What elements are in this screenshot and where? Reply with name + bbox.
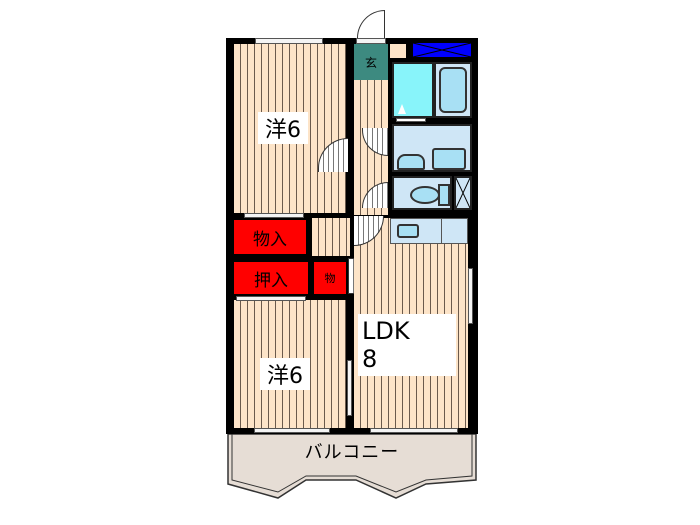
balcony-label: バルコニー bbox=[226, 438, 478, 464]
balcony bbox=[227, 434, 477, 499]
ldk-side-window bbox=[468, 268, 473, 324]
western-room-top-window bbox=[255, 38, 323, 44]
partition-window bbox=[347, 360, 352, 416]
balcony-window-right bbox=[370, 428, 458, 433]
toilet-room bbox=[392, 176, 452, 210]
balcony-window-left bbox=[254, 428, 330, 433]
shoe-cabinet bbox=[412, 42, 472, 58]
washing-machine bbox=[432, 148, 466, 170]
toilet-shelf bbox=[454, 176, 472, 210]
front-door-opening bbox=[356, 38, 386, 44]
storage-large: 物入 bbox=[232, 218, 308, 256]
entrance: 玄 bbox=[354, 44, 388, 80]
closet: 押入 bbox=[232, 260, 310, 296]
bath-door-strip bbox=[396, 118, 426, 122]
entrance-label: 玄 bbox=[364, 55, 377, 70]
entrance-step bbox=[390, 44, 406, 58]
storage-small-label: 物 bbox=[324, 272, 336, 285]
ldk-label-line1: LDK bbox=[362, 317, 410, 345]
toilet-bowl bbox=[410, 186, 440, 204]
ldk-label-line2: 8 bbox=[362, 345, 378, 373]
kitchen-sink bbox=[397, 224, 419, 238]
closet-label: 押入 bbox=[254, 270, 288, 291]
balcony-text: バルコニー bbox=[304, 442, 400, 463]
storage-large-label: 物入 bbox=[253, 229, 287, 250]
drain bbox=[398, 104, 406, 114]
storage-corner-floor bbox=[312, 218, 350, 256]
toilet-tank bbox=[438, 184, 450, 206]
western-room-bottom bbox=[234, 300, 346, 428]
storage-large-window bbox=[244, 213, 304, 218]
shoe-cabinet-cross-icon bbox=[413, 43, 472, 58]
shelf-cross-icon bbox=[456, 178, 470, 208]
western-room-bottom-window bbox=[236, 296, 306, 301]
western-room-bottom-text: 洋6 bbox=[267, 364, 303, 389]
ldk-label: LDK 8 bbox=[358, 314, 456, 376]
western-room-top-label: 洋6 bbox=[258, 112, 308, 144]
washbasin bbox=[397, 154, 425, 170]
front-door[interactable] bbox=[357, 10, 385, 38]
kitchen-stove-divider bbox=[441, 219, 442, 243]
bathtub bbox=[439, 67, 467, 113]
washroom bbox=[392, 124, 472, 172]
western-room-bottom-label: 洋6 bbox=[260, 358, 310, 390]
bathroom bbox=[434, 62, 472, 118]
storage-small: 物 bbox=[312, 260, 348, 296]
western-room-top-text: 洋6 bbox=[265, 118, 301, 143]
kitchen-counter bbox=[390, 218, 468, 244]
